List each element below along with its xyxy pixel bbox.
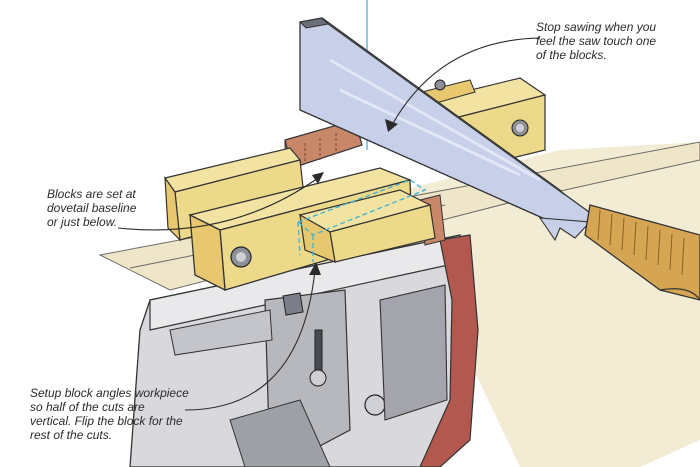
callout-line: Setup block angles workpiece [30, 386, 189, 400]
vise-jaw-red [419, 234, 479, 467]
callout-blocks-set: Blocks are set at dovetail baseline or j… [47, 187, 136, 229]
callout-line: feel the saw touch one [536, 34, 657, 48]
callout-line: of the blocks. [536, 48, 607, 62]
callout-stop-sawing: Stop sawing when you feel the saw touch … [536, 20, 656, 62]
callout-line: vertical. Flip the block for the [30, 414, 183, 428]
callout-setup-block: Setup block angles workpiece so half of … [30, 386, 189, 442]
dovetail-saw [298, 17, 700, 301]
callout-line: Blocks are set at [47, 187, 136, 201]
vise-body [129, 234, 463, 467]
hidden-workpiece-outline [296, 179, 427, 262]
callout-line: so half of the cuts are [30, 400, 145, 414]
callout-line: dovetail baseline [47, 201, 137, 215]
callout-line: Stop sawing when you [536, 20, 657, 34]
setup-block [298, 189, 436, 263]
leader-setup-block [184, 269, 316, 411]
leader-blocks-set [117, 177, 319, 231]
callout-leaders [117, 37, 541, 411]
callout-line: or just below. [47, 215, 118, 229]
callout-line: rest of the cuts. [30, 428, 113, 442]
leader-stop-sawing [391, 37, 541, 126]
